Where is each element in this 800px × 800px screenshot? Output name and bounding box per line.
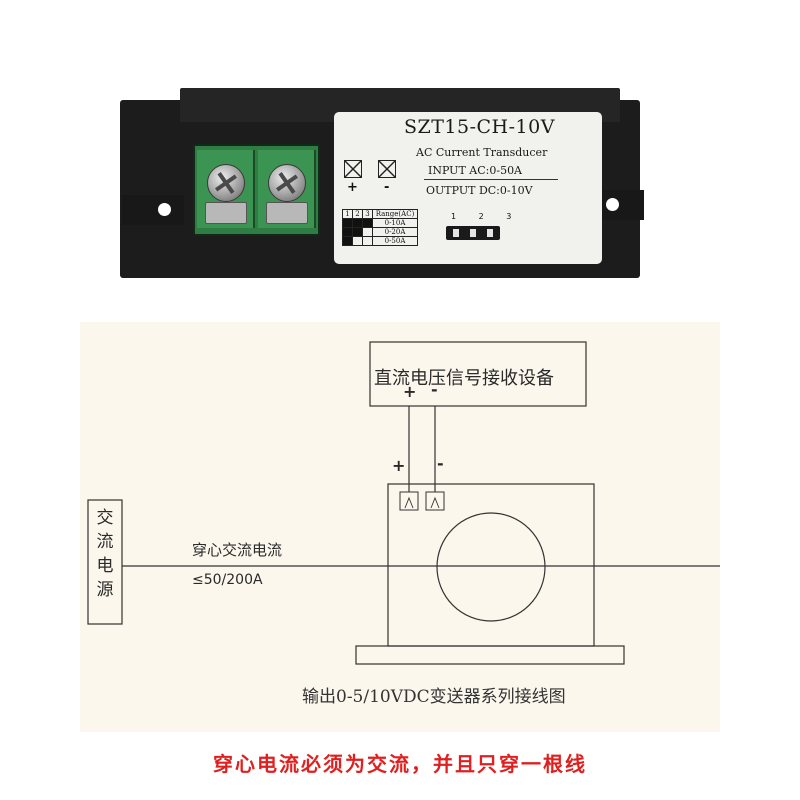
device-type: AC Current Transducer <box>416 146 548 159</box>
range-value: 0-20A <box>372 227 418 237</box>
receiver-plus: + <box>403 382 417 401</box>
diagram-caption: 输出0-5/10VDC变送器系列接线图 <box>302 687 566 707</box>
jumper-pin-numbers: 1 2 3 <box>451 212 522 221</box>
range-switch-on <box>342 236 353 246</box>
range-switch-on <box>352 218 363 228</box>
range-selection-table: 1 2 3 Range(AC) 0-10A 0-20A 0 <box>342 209 418 246</box>
model-number: SZT15-CH-10V <box>404 116 555 138</box>
through-hole <box>436 512 546 622</box>
mounting-ear-left <box>122 195 184 225</box>
transducer-base <box>355 645 625 665</box>
receiver-label: 直流电压信号接收设备 <box>374 368 554 389</box>
terminal-clamp <box>205 202 247 224</box>
terminal-square-positive <box>399 491 419 511</box>
transducer-plus: + <box>392 456 406 475</box>
mount-hole-left <box>158 203 171 216</box>
range-col-header: Range(AC) <box>372 209 418 219</box>
range-jumper <box>446 226 500 240</box>
transducer-minus: - <box>437 454 444 473</box>
screw-icon <box>207 164 245 202</box>
terminal-mark-negative <box>430 496 440 509</box>
terminal-square-negative <box>425 491 445 511</box>
range-col-2: 2 <box>352 209 363 219</box>
ac-source-box <box>87 499 123 625</box>
receiver-minus: - <box>431 380 438 399</box>
usage-note: 穿心电流必须为交流，并且只穿一根线 <box>213 752 587 776</box>
range-value: 0-10A <box>372 218 418 228</box>
terminal-negative <box>258 150 316 228</box>
screw-icon <box>268 164 306 202</box>
range-switch-off <box>352 236 363 246</box>
plus-marking: + <box>347 180 358 195</box>
range-switch-off <box>362 227 373 237</box>
screw-terminal-block <box>193 144 320 236</box>
output-spec: OUTPUT DC:0-10V <box>426 184 533 197</box>
range-switch-on <box>342 227 353 237</box>
range-col-3: 3 <box>362 209 373 219</box>
range-switch-on <box>352 227 363 237</box>
terminal-clamp <box>266 202 308 224</box>
transducer-photo: SZT15-CH-10V AC Current Transducer INPUT… <box>0 0 800 300</box>
minus-marking: - <box>384 180 390 195</box>
jumper-pin <box>487 229 493 237</box>
wiring-diagram-lines <box>87 341 720 665</box>
terminal-x-box-icon <box>378 160 396 178</box>
device-label-plate: SZT15-CH-10V AC Current Transducer INPUT… <box>334 112 602 264</box>
range-value: 0-50A <box>372 236 418 246</box>
primary-wire-spec: ≤50/200A <box>192 572 263 588</box>
primary-wire-label: 穿心交流电流 <box>192 541 283 559</box>
receiver-box <box>369 341 587 407</box>
range-switch-on <box>342 218 353 228</box>
input-spec: INPUT AC:0-50A <box>428 164 523 177</box>
mount-hole-right <box>606 198 619 211</box>
wiring-diagram: 直流电压信号接收设备 + - + - 交流电源 穿心交流电流 ≤50/200A … <box>80 322 720 732</box>
terminal-x-box-icon <box>344 160 362 178</box>
transducer-body <box>387 483 595 647</box>
terminal-positive <box>197 150 255 228</box>
range-col-1: 1 <box>342 209 353 219</box>
range-switch-on <box>362 218 373 228</box>
jumper-pin <box>470 229 476 237</box>
range-switch-off <box>362 236 373 246</box>
ac-source-label: 交流电源 <box>96 508 114 600</box>
label-divider <box>424 179 558 180</box>
terminal-mark-positive <box>404 496 414 509</box>
jumper-pin <box>453 229 459 237</box>
